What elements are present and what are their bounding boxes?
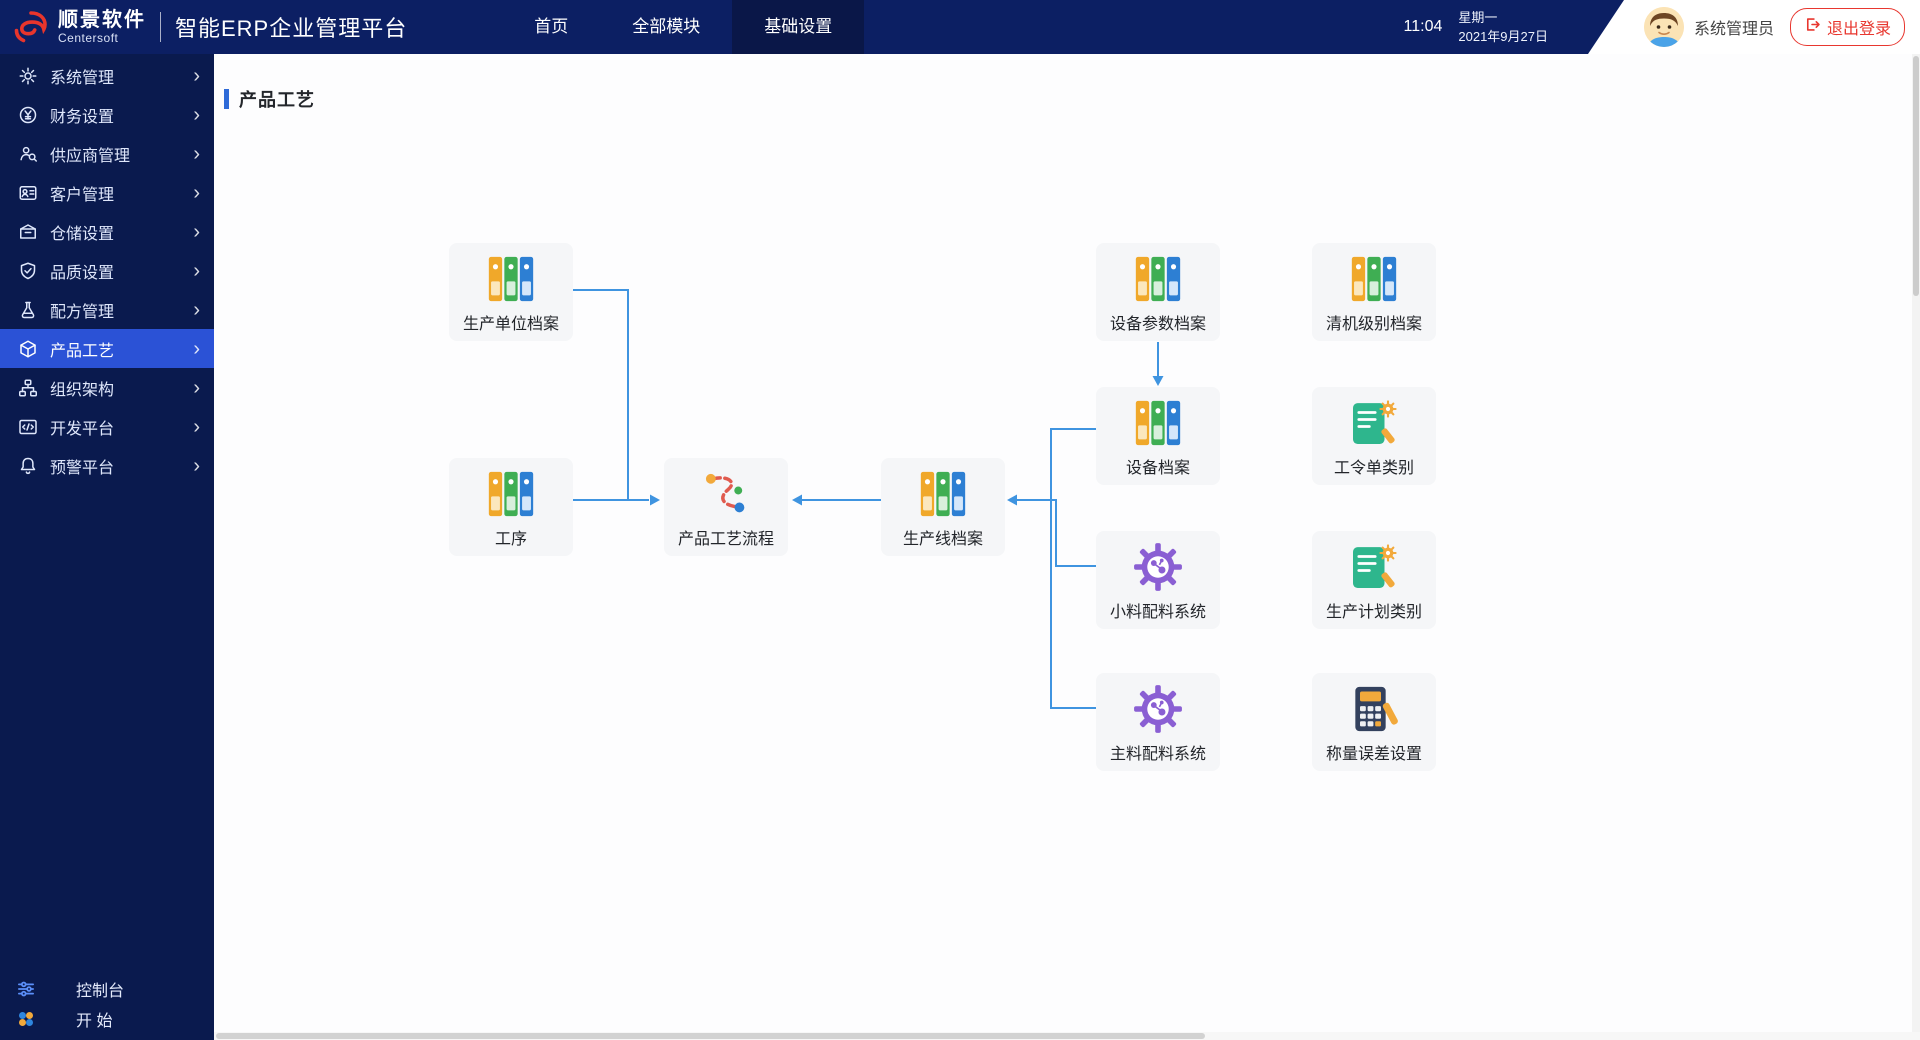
diagram-node-production-plan-category[interactable]: 生产计划类别 [1312, 531, 1436, 629]
brand-divider [160, 12, 161, 42]
diagram-node-equipment-parameter-archive[interactable]: 设备参数档案 [1096, 243, 1220, 341]
sidebar-item-warehouse[interactable]: 仓储设置› [0, 212, 214, 251]
formula-icon [18, 300, 38, 320]
chevron-right-icon: › [193, 181, 200, 204]
sidebar-item-alarm[interactable]: 预警平台› [0, 446, 214, 485]
nav-item-all-modules[interactable]: 全部模块 [632, 17, 701, 36]
chevron-right-icon: › [193, 142, 200, 165]
clock-time: 11:04 [1403, 18, 1443, 35]
calculator-icon [1345, 680, 1403, 738]
diagram-node-minor-ingredient-system[interactable]: 小料配料系统 [1096, 531, 1220, 629]
logout-button[interactable]: 退出登录 [1790, 8, 1906, 46]
binders-icon [1129, 250, 1187, 308]
diagram-node-work-order-category[interactable]: 工令单类别 [1312, 387, 1436, 485]
sidebar-item-start[interactable]: 开 始 [0, 1004, 214, 1034]
diagram-node-equipment-archive[interactable]: 设备档案 [1096, 387, 1220, 485]
binders-icon [914, 465, 972, 523]
worksheet-icon [1345, 538, 1403, 596]
console-label: 控制台 [76, 983, 125, 1000]
finance-icon [18, 105, 38, 125]
cube-icon [18, 339, 38, 359]
main-content: 产品工艺 生产单位档案 设备参数档案清机级别档案设备档案工令单类别工序产品工艺流程… [214, 54, 1920, 1040]
dev-icon [18, 417, 38, 437]
title-accent-bar [224, 89, 229, 109]
date-label: 2021年9月27日 [1458, 29, 1548, 44]
chevron-right-icon: › [193, 220, 200, 243]
flow-icon [697, 465, 755, 523]
sidebar: 系统管理›财务设置›供应商管理›客户管理›仓储设置›品质设置›配方管理›产品工艺… [0, 54, 214, 1040]
quality-icon [18, 261, 38, 281]
warehouse-icon [18, 222, 38, 242]
chevron-right-icon: › [193, 454, 200, 477]
sidebar-item-system[interactable]: 系统管理› [0, 56, 214, 95]
org-icon [18, 378, 38, 398]
horizontal-scrollbar[interactable] [214, 1032, 1920, 1040]
brand-subtitle: Centersoft [58, 30, 119, 45]
diagram-node-process-step[interactable]: 工序 [449, 458, 573, 556]
app-title: 智能ERP企业管理平台 [175, 16, 408, 41]
start-label: 开 始 [76, 1013, 113, 1030]
sidebar-item-org[interactable]: 组织架构› [0, 368, 214, 407]
date-area: 星期一 2021年9月27日 [1458, 8, 1548, 47]
chevron-right-icon: › [193, 103, 200, 126]
sidebar-menu: 系统管理›财务设置›供应商管理›客户管理›仓储设置›品质设置›配方管理›产品工艺… [0, 54, 214, 485]
avatar[interactable] [1644, 7, 1684, 47]
process-diagram: 生产单位档案 设备参数档案清机级别档案设备档案工令单类别工序产品工艺流程生产线档案… [214, 54, 1920, 1040]
logout-label: 退出登录 [1827, 21, 1892, 38]
sidebar-item-quality[interactable]: 品质设置› [0, 251, 214, 290]
brand-text: 顺景软件 Centersoft [58, 9, 146, 46]
console-icon [16, 979, 36, 999]
diagram-node-production-line-archive[interactable]: 生产线档案 [881, 458, 1005, 556]
supplier-icon [18, 144, 38, 164]
brand-logo-icon [12, 8, 50, 46]
sidebar-item-formula[interactable]: 配方管理› [0, 290, 214, 329]
user-name: 系统管理员 [1694, 21, 1775, 38]
chevron-right-icon: › [193, 337, 200, 360]
binders-icon [1129, 394, 1187, 452]
gear-system-icon [1129, 680, 1187, 738]
sidebar-item-supplier[interactable]: 供应商管理› [0, 134, 214, 173]
nav-item-home[interactable]: 首页 [534, 17, 569, 36]
worksheet-icon [1345, 394, 1403, 452]
diagram-node-weighing-error-setting[interactable]: 称量误差设置 [1312, 673, 1436, 771]
brand-area: 顺景软件 Centersoft 智能ERP企业管理平台 [0, 0, 407, 54]
customer-icon [18, 183, 38, 203]
diagram-node-production-unit-archive[interactable]: 生产单位档案 [449, 243, 573, 341]
logout-icon [1804, 16, 1821, 38]
alert-icon [18, 456, 38, 476]
chevron-right-icon: › [193, 64, 200, 87]
brand-name: 顺景软件 [58, 8, 146, 31]
page-title: 产品工艺 [239, 90, 315, 110]
vertical-scrollbar[interactable] [1912, 54, 1920, 1040]
diagram-node-main-ingredient-system[interactable]: 主料配料系统 [1096, 673, 1220, 771]
nav-item-basic-settings[interactable]: 基础设置 [732, 0, 865, 54]
chevron-right-icon: › [193, 259, 200, 282]
diagram-node-cleaning-level-archive[interactable]: 清机级别档案 [1312, 243, 1436, 341]
chevron-right-icon: › [193, 415, 200, 438]
vertical-scrollbar-thumb[interactable] [1913, 56, 1919, 296]
start-icon [16, 1009, 36, 1029]
sidebar-item-customer[interactable]: 客户管理› [0, 173, 214, 212]
binders-icon [482, 465, 540, 523]
user-area: 系统管理员 退出登录 [1588, 0, 1920, 54]
clock-area: 11:04 星期一 2021年9月27日 [1404, 0, 1548, 54]
top-nav: 首页 全部模块 基础设置 [502, 0, 865, 54]
sidebar-item-craft[interactable]: 产品工艺› [0, 329, 214, 368]
sidebar-item-finance[interactable]: 财务设置› [0, 95, 214, 134]
gear-system-icon [1129, 538, 1187, 596]
header-spacer [864, 0, 1403, 54]
chevron-right-icon: › [193, 298, 200, 321]
chevron-right-icon: › [193, 376, 200, 399]
page-title-row: 产品工艺 [224, 86, 315, 112]
sidebar-footer: 控制台 开 始 [0, 974, 214, 1040]
binders-icon [1345, 250, 1403, 308]
top-header: 顺景软件 Centersoft 智能ERP企业管理平台 首页 全部模块 基础设置… [0, 0, 1920, 54]
gear-icon [18, 66, 38, 86]
sidebar-item-dev[interactable]: 开发平台› [0, 407, 214, 446]
weekday-label: 星期一 [1458, 9, 1498, 25]
sidebar-item-console[interactable]: 控制台 [0, 974, 214, 1004]
diagram-node-product-craft-flow[interactable]: 产品工艺流程 [664, 458, 788, 556]
horizontal-scrollbar-thumb[interactable] [216, 1033, 1206, 1039]
binders-icon [482, 250, 540, 308]
